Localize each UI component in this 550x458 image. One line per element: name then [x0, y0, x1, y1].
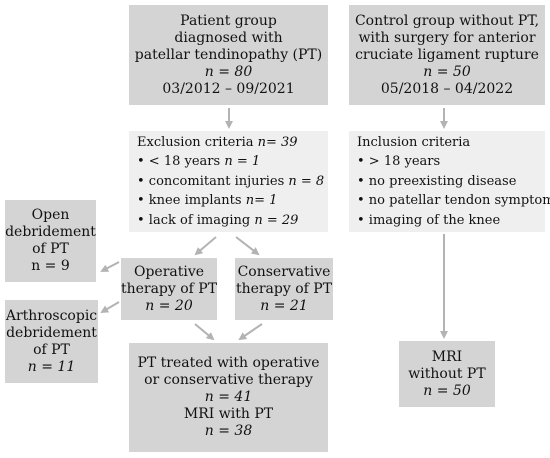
mri-control-n: n = 50 [423, 382, 471, 399]
mri-control-line2: without PT [408, 365, 486, 382]
pt-treated-box: PT treated with operative or conservativ… [129, 343, 328, 452]
treated-line2: or conservative therapy [144, 372, 313, 388]
patient-group-line3: patellar tendinopathy (PT) [134, 46, 323, 63]
patient-group-period: 03/2012 – 09/2021 [162, 80, 295, 97]
control-group-line3: cruciate ligament rupture [355, 46, 539, 63]
arrow-exclusion-to-operative [194, 236, 217, 256]
treated-mri-n: n = 38 [204, 423, 253, 439]
open-debridement-box: Open debridement of PT n = 9 [5, 200, 96, 282]
arrow-operative-to-treated [194, 323, 215, 341]
conservative-line1: Conservative [237, 263, 331, 280]
open-debridement-line2: debridement [5, 224, 96, 240]
exclusion-title: Exclusion criteria n= 39 [137, 134, 298, 150]
exclusion-item: • < 18 years n = 1 [137, 154, 261, 170]
open-debridement-line3: of PT [32, 241, 69, 257]
patient-group-n: n = 80 [204, 63, 253, 80]
arrow-exclusion-to-conservative [235, 236, 260, 256]
conservative-n: n = 21 [260, 297, 308, 314]
treated-mri-label: MRI with PT [183, 406, 274, 422]
control-group-line1: Control group without PT, [354, 12, 540, 29]
control-group-line2: with surgery for anterior [358, 29, 536, 46]
arrow-operative-to-open [100, 261, 120, 272]
exclusion-item: • lack of imaging n = 29 [137, 212, 299, 228]
patient-group-box: Patient group diagnosed with patellar te… [129, 5, 328, 105]
control-group-period: 05/2018 – 04/2022 [380, 80, 514, 97]
exclusion-criteria-box: Exclusion criteria n= 39 • < 18 years n … [129, 131, 328, 232]
control-group-box: Control group without PT, with surgery f… [349, 5, 545, 105]
exclusion-item: • knee implants n= 1 [137, 193, 278, 209]
arrow-conservative-to-treated [238, 323, 263, 341]
mri-control-line1: MRI [431, 348, 463, 365]
open-debridement-line1: Open [31, 207, 70, 223]
patient-group-line2: diagnosed with [174, 29, 283, 46]
treated-n: n = 41 [204, 389, 253, 405]
conservative-therapy-box: Conservative therapy of PT n = 21 [235, 258, 333, 320]
control-group-n: n = 50 [423, 63, 471, 80]
operative-therapy-box: Operative therapy of PT n = 20 [121, 258, 217, 320]
patient-group-line1: Patient group [180, 12, 277, 29]
operative-line2: therapy of PT [120, 280, 218, 297]
operative-line1: Operative [133, 263, 205, 280]
arrow-operative-to-arthroscopic [100, 301, 120, 314]
arthroscopic-debridement-line3: of PT [33, 341, 70, 358]
open-debridement-n: n = 9 [31, 258, 70, 274]
conservative-line2: therapy of PT [235, 280, 333, 297]
inclusion-item: • no preexisting disease [357, 173, 517, 189]
arthroscopic-debridement-box: Arthroscopic debridement of PT n = 11 [5, 300, 98, 383]
exclusion-item: • concomitant injuries n = 8 [137, 173, 325, 189]
arthroscopic-debridement-n: n = 11 [27, 358, 76, 375]
arthroscopic-debridement-line2: debridement [6, 324, 97, 341]
inclusion-title: Inclusion criteria [357, 134, 471, 150]
arthroscopic-debridement-line1: Arthroscopic [5, 307, 98, 324]
mri-control-box: MRI without PT n = 50 [399, 341, 495, 407]
treated-line1: PT treated with operative [137, 355, 320, 371]
inclusion-item: • no patellar tendon symptoms [357, 193, 550, 209]
inclusion-item: • imaging of the knee [357, 212, 501, 228]
inclusion-item: • > 18 years [357, 154, 441, 170]
operative-n: n = 20 [145, 297, 193, 314]
inclusion-criteria-box: Inclusion criteria • > 18 years • no pre… [349, 131, 550, 232]
